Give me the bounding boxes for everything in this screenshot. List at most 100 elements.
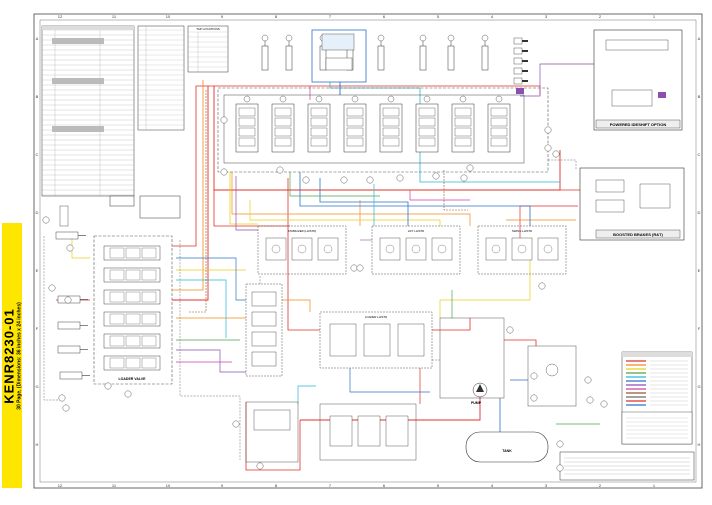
check-valve: [491, 244, 501, 254]
spool-envelope: [418, 127, 436, 137]
grid-col-label: 2: [599, 483, 602, 488]
cylinder: [447, 45, 455, 71]
callout-bubble: [356, 264, 364, 272]
symbol-legend: [621, 411, 693, 445]
hydraulic-line: [229, 172, 258, 225]
grid-col-label: 5: [437, 483, 440, 488]
grid-row-label: D: [36, 210, 39, 215]
callout-bubble: [481, 34, 489, 42]
callout-bubble: [256, 462, 264, 470]
callout-bubble: [276, 166, 284, 174]
brake-valve: [595, 179, 625, 193]
relief-valve: [351, 95, 359, 103]
callout-bubble: [42, 216, 50, 224]
grid-col-label: 9: [221, 483, 224, 488]
grid-row-label: C: [698, 152, 701, 157]
callout-bubble: [64, 296, 72, 304]
cylinder: [481, 45, 489, 71]
pilot-valve: [251, 351, 277, 367]
loader-cylinder: [57, 321, 81, 330]
hydraulic-line: [188, 90, 207, 313]
components: [41, 25, 695, 481]
accumulator: [59, 205, 69, 227]
callout-bubble: [62, 404, 70, 412]
check-valve-block: [537, 237, 559, 261]
spool-envelope: [310, 137, 328, 147]
callout-bubble: [466, 164, 474, 172]
spool-envelope: [125, 269, 141, 281]
hydraulic-line: [179, 240, 241, 460]
loader-valve-group: [93, 235, 173, 385]
callout-bubble: [220, 116, 228, 124]
spool-envelope: [310, 107, 328, 117]
callout-bubble: [556, 464, 564, 472]
grid-row-label: B: [698, 94, 701, 99]
spool-envelope: [490, 107, 508, 117]
spool-envelope: [274, 137, 292, 147]
tap-locations-table: [187, 25, 229, 73]
hydraulic-line: [249, 200, 441, 226]
spool-envelope: [274, 117, 292, 127]
check-valve: [385, 244, 395, 254]
steering-valve: [385, 415, 409, 447]
loader-spool: [103, 311, 161, 327]
spool-envelope: [490, 137, 508, 147]
spool-envelope: [490, 127, 508, 137]
callout-bubble: [366, 176, 374, 184]
pilot-valve-group: [245, 283, 283, 377]
callout-bubble: [460, 174, 468, 182]
check-valve-block: [405, 237, 427, 261]
callout-bubble: [350, 264, 358, 272]
grid-row-label: H: [698, 442, 701, 447]
callout-bubble: [552, 150, 560, 158]
hydraulic-line: [297, 385, 316, 404]
callout-bubble: [377, 34, 385, 42]
callout-bubble: [104, 382, 112, 390]
hydraulic-line: [504, 339, 537, 346]
spool-envelope: [109, 313, 125, 325]
spool-envelope: [490, 117, 508, 127]
callout-bubble: [58, 394, 66, 402]
grid-col-label: 12: [58, 14, 63, 19]
brake-valve: [253, 409, 291, 431]
stabilizer-group: [371, 225, 461, 275]
stabilizer-group: [257, 225, 347, 275]
check-valve: [271, 244, 281, 254]
loader-spool: [103, 267, 161, 283]
spool-envelope: [238, 107, 256, 117]
pump-group: [439, 317, 505, 399]
hydraulic-line: [231, 172, 471, 226]
check-valve: [323, 244, 333, 254]
grid-row-label: A: [36, 36, 39, 41]
grid-col-label: 11: [112, 14, 117, 19]
callout-bubble: [261, 34, 269, 42]
check-valve-block: [397, 323, 425, 357]
grid-col-label: 1: [653, 14, 656, 19]
check-valve-block: [431, 237, 453, 261]
grid-col-label: 3: [545, 483, 548, 488]
pilot-valve: [251, 311, 277, 327]
hydraulic-line: [213, 86, 561, 191]
spool-envelope: [238, 137, 256, 147]
spool-envelope: [125, 313, 141, 325]
grid-col-label: 9: [221, 14, 224, 19]
grid-col-label: 7: [329, 483, 332, 488]
spool-envelope: [109, 291, 125, 303]
inner-border: [39, 19, 697, 483]
actuator-rod: [522, 80, 528, 82]
hydraulic-tank: [465, 431, 549, 463]
brake-valve: [595, 199, 625, 213]
grid-col-label: 4: [491, 14, 494, 19]
callout-bubble: [544, 126, 552, 134]
check-valve-block: [485, 237, 507, 261]
small-detail-box: [139, 195, 181, 219]
check-valve: [297, 244, 307, 254]
spool-envelope: [382, 137, 400, 147]
spool-envelope: [382, 107, 400, 117]
cylinder: [261, 45, 269, 71]
spool-envelope: [346, 107, 364, 117]
hydraulic-line: [409, 190, 470, 201]
grid-row-label: F: [698, 326, 701, 331]
hydraulic-line: [319, 178, 409, 226]
check-valve: [437, 244, 447, 254]
